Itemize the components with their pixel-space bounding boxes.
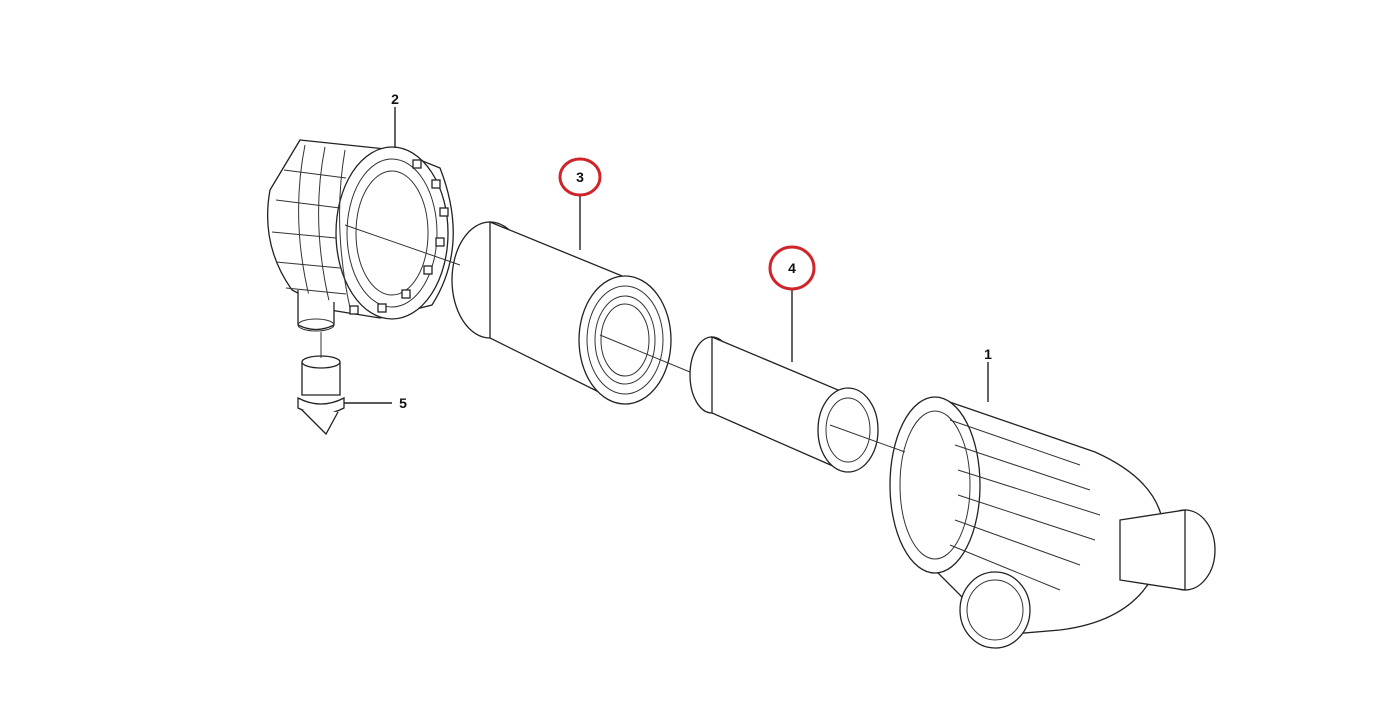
label-1: 1 [984, 346, 992, 362]
primary-filter [451, 221, 672, 405]
label-2: 2 [391, 91, 399, 107]
housing-cap [267, 139, 454, 332]
safety-filter [689, 336, 879, 473]
label-3: 3 [576, 169, 584, 185]
assembly-axis-line [344, 224, 906, 453]
dust-valve [297, 355, 345, 436]
highlight-circle-3 [558, 157, 602, 197]
label-5: 5 [399, 395, 407, 411]
label-4: 4 [788, 260, 796, 276]
highlight-circle-4 [768, 245, 816, 291]
housing-body [889, 396, 1216, 649]
